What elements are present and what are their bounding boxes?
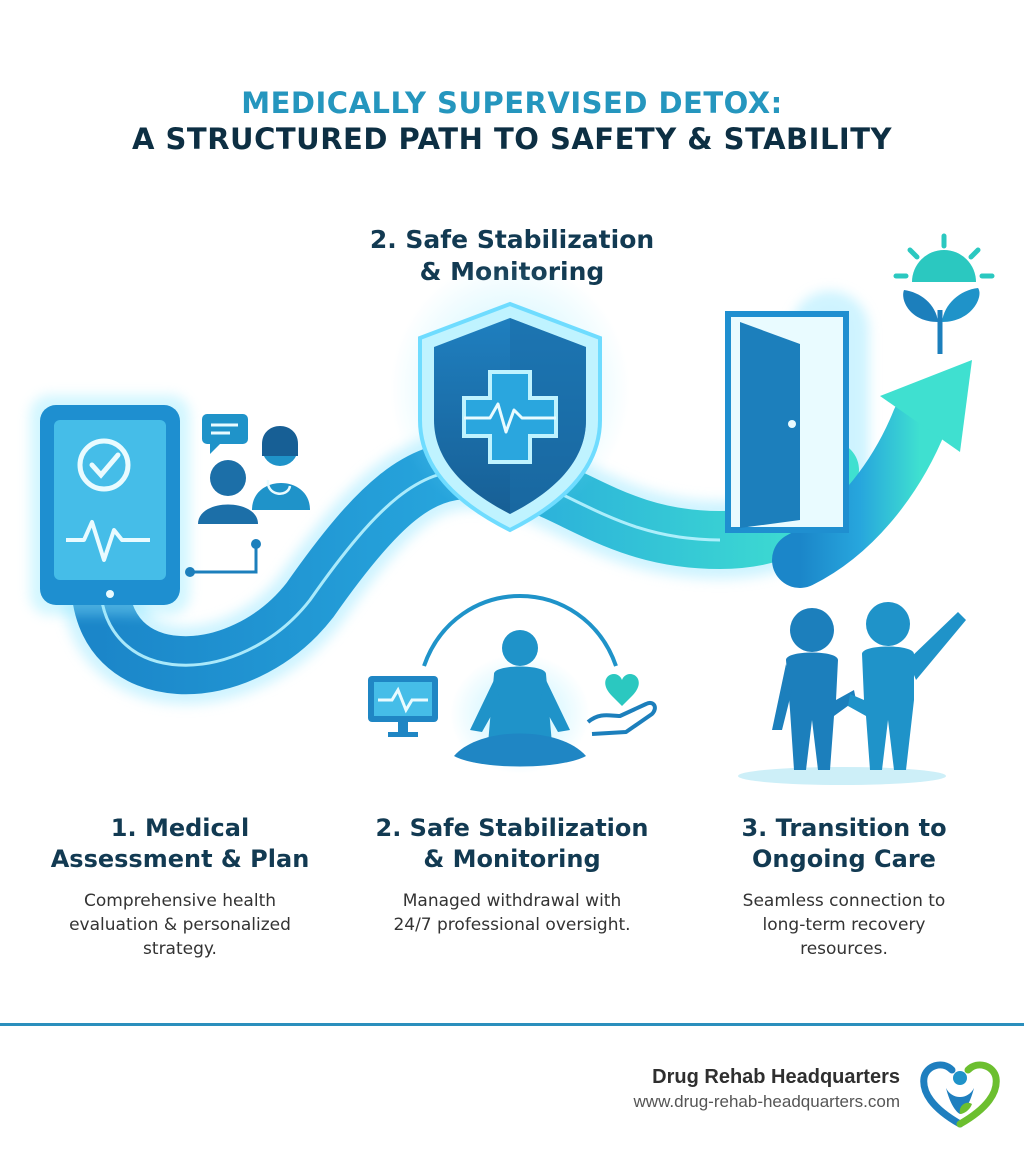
shield-medical-icon	[390, 260, 630, 533]
step-3-title: 3. Transition to Ongoing Care	[694, 813, 994, 875]
doctor-consult-icon	[185, 414, 310, 577]
sun-plant-icon	[893, 233, 995, 354]
tablet-check-icon	[30, 395, 190, 615]
process-illustration	[30, 233, 995, 785]
handshake-icon	[738, 602, 966, 785]
meditation-icon	[422, 593, 618, 774]
step-1-title-line-2: Assessment & Plan	[50, 845, 310, 873]
growth-arrow-icon	[772, 360, 972, 588]
heart-hand-icon	[586, 674, 657, 736]
title-line-1: MEDICALLY SUPERVISED DETOX:	[241, 86, 783, 120]
step-2-title-line-1: 2. Safe Stabilization	[375, 814, 649, 842]
step-3-title-line-2: Ongoing Care	[752, 845, 936, 873]
step-3-title-line-1: 3. Transition to	[741, 814, 947, 842]
open-door-icon	[725, 311, 849, 533]
footer-divider	[0, 1023, 1024, 1026]
footer-url[interactable]: www.drug-rehab-headquarters.com	[633, 1092, 900, 1111]
step-3: 3. Transition to Ongoing Care Seamless c…	[694, 813, 994, 961]
footer-org-name: Drug Rehab Headquarters	[652, 1066, 900, 1088]
step-2-description: Managed withdrawal with 24/7 professiona…	[393, 891, 631, 935]
rehab-logo-icon	[920, 1061, 1000, 1128]
step-3-description: Seamless connection to long-term recover…	[742, 891, 946, 959]
step-2-title: 2. Safe Stabilization & Monitoring	[362, 813, 662, 875]
step-2-title-line-2: & Monitoring	[423, 845, 601, 873]
title-line-2: A STRUCTURED PATH TO SAFETY & STABILITY	[132, 122, 892, 156]
step-1: 1. Medical Assessment & Plan Comprehensi…	[30, 813, 330, 961]
step-2: 2. Safe Stabilization & Monitoring Manag…	[362, 813, 662, 937]
top-step-label-line-1: 2. Safe Stabilization	[369, 225, 655, 254]
step-1-title-line-1: 1. Medical	[110, 814, 250, 842]
step-1-title: 1. Medical Assessment & Plan	[30, 813, 330, 875]
step-1-description: Comprehensive health evaluation & person…	[69, 891, 291, 959]
monitor-heartbeat-icon	[368, 676, 438, 737]
